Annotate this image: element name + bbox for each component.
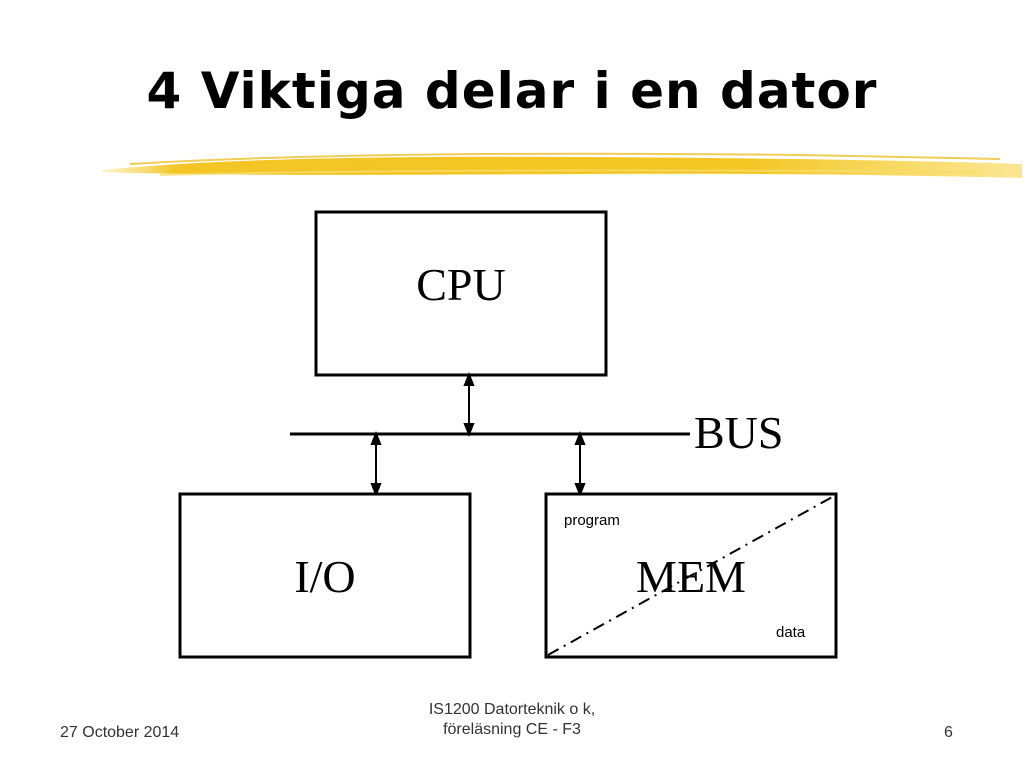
mem-program-label: program xyxy=(564,512,620,529)
footer-course: IS1200 Datorteknik o k, föreläsning CE -… xyxy=(362,700,662,740)
io-label: I/O xyxy=(294,551,356,602)
footer-course-line2: föreläsning CE - F3 xyxy=(443,721,581,738)
cpu-label: CPU xyxy=(416,259,506,310)
mem-label: MEM xyxy=(636,551,746,602)
footer-date: 27 October 2014 xyxy=(60,724,180,741)
footer-course-line1: IS1200 Datorteknik o k, xyxy=(428,701,596,718)
mem-data-label: data xyxy=(776,624,806,641)
cpu-box xyxy=(314,210,608,377)
footer-page-number: 6 xyxy=(944,724,953,741)
bus-label: BUS xyxy=(694,407,784,458)
slide-title: 4 Viktiga delar i en dator xyxy=(146,62,878,120)
mem-divider-dashdot xyxy=(547,495,835,656)
io-box xyxy=(178,492,472,659)
title-underline-brushstroke xyxy=(102,152,1022,178)
